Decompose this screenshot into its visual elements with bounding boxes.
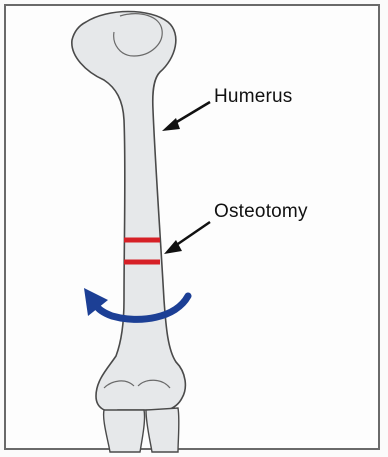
- humerus-pointer-arrowhead-icon: [162, 118, 180, 131]
- humerus-label: Humerus: [214, 86, 292, 108]
- humerus-bone: [72, 12, 186, 412]
- osteotomy-label: Osteotomy: [214, 201, 308, 223]
- forearm-bone-left: [104, 410, 145, 452]
- forearm-bone-right: [146, 408, 179, 452]
